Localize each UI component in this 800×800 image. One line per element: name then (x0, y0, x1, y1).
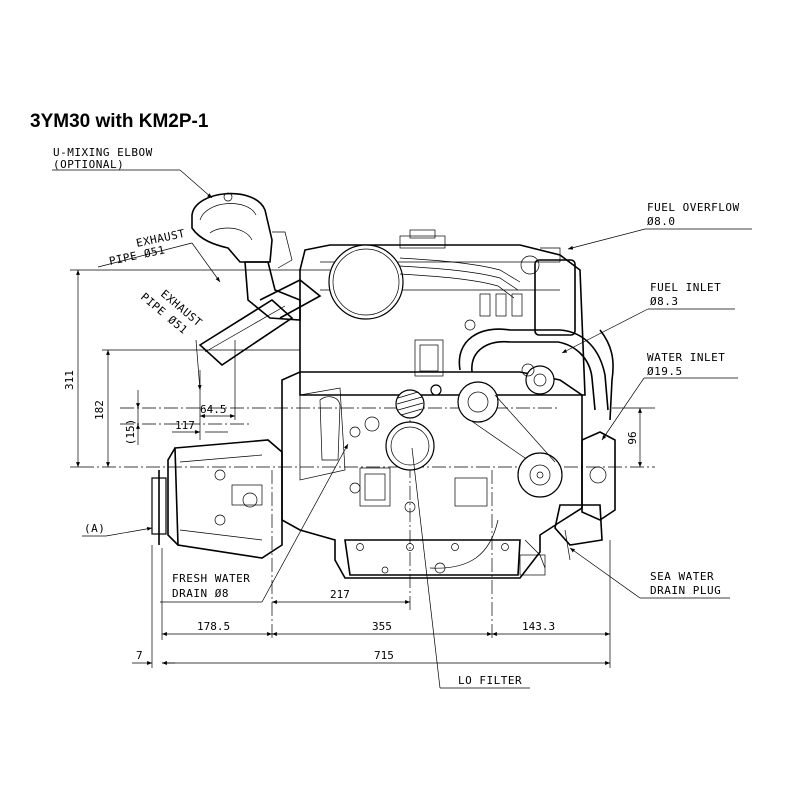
dim-64-5: 64.5 (200, 403, 227, 416)
view-a-label: (A) (84, 522, 105, 535)
fuel-overflow-label: FUEL OVERFLOW (647, 201, 740, 214)
fresh-water-drain-size-label: DRAIN Ø8 (172, 587, 229, 600)
u-mixing-elbow-optional-label: (OPTIONAL) (53, 158, 124, 171)
lo-filter-label: LO FILTER (458, 674, 522, 687)
water-inlet-size-label: Ø19.5 (647, 365, 683, 378)
fuel-inlet-label: FUEL INLET (650, 281, 721, 294)
sea-water-drain-label: SEA WATER (650, 570, 714, 583)
callout-leaders (52, 169, 752, 689)
dim-217: 217 (330, 588, 350, 601)
dim-182: 182 (93, 400, 106, 420)
fuel-overflow-size-label: Ø8.0 (647, 215, 676, 228)
dim-143-3: 143.3 (522, 620, 555, 633)
sea-water-drain-plug-label: DRAIN PLUG (650, 584, 721, 597)
dim-96: 96 (626, 431, 639, 444)
dim-715: 715 (374, 649, 394, 662)
dim-355: 355 (372, 620, 392, 633)
u-mixing-elbow-label: U-MIXING ELBOW (53, 146, 153, 159)
fresh-water-drain-label: FRESH WATER (172, 572, 250, 585)
dim-311: 311 (63, 370, 76, 390)
water-inlet-label: WATER INLET (647, 351, 725, 364)
fuel-inlet-size-label: Ø8.3 (650, 295, 679, 308)
dimension-lines (70, 269, 655, 668)
dim-178-5: 178.5 (197, 620, 230, 633)
drawing-title: 3YM30 with KM2P-1 (30, 111, 209, 132)
dim-7: 7 (136, 649, 143, 662)
dim-15: (15) (124, 419, 137, 446)
engine-illustration (80, 192, 655, 640)
dim-117: 117 (175, 419, 195, 432)
